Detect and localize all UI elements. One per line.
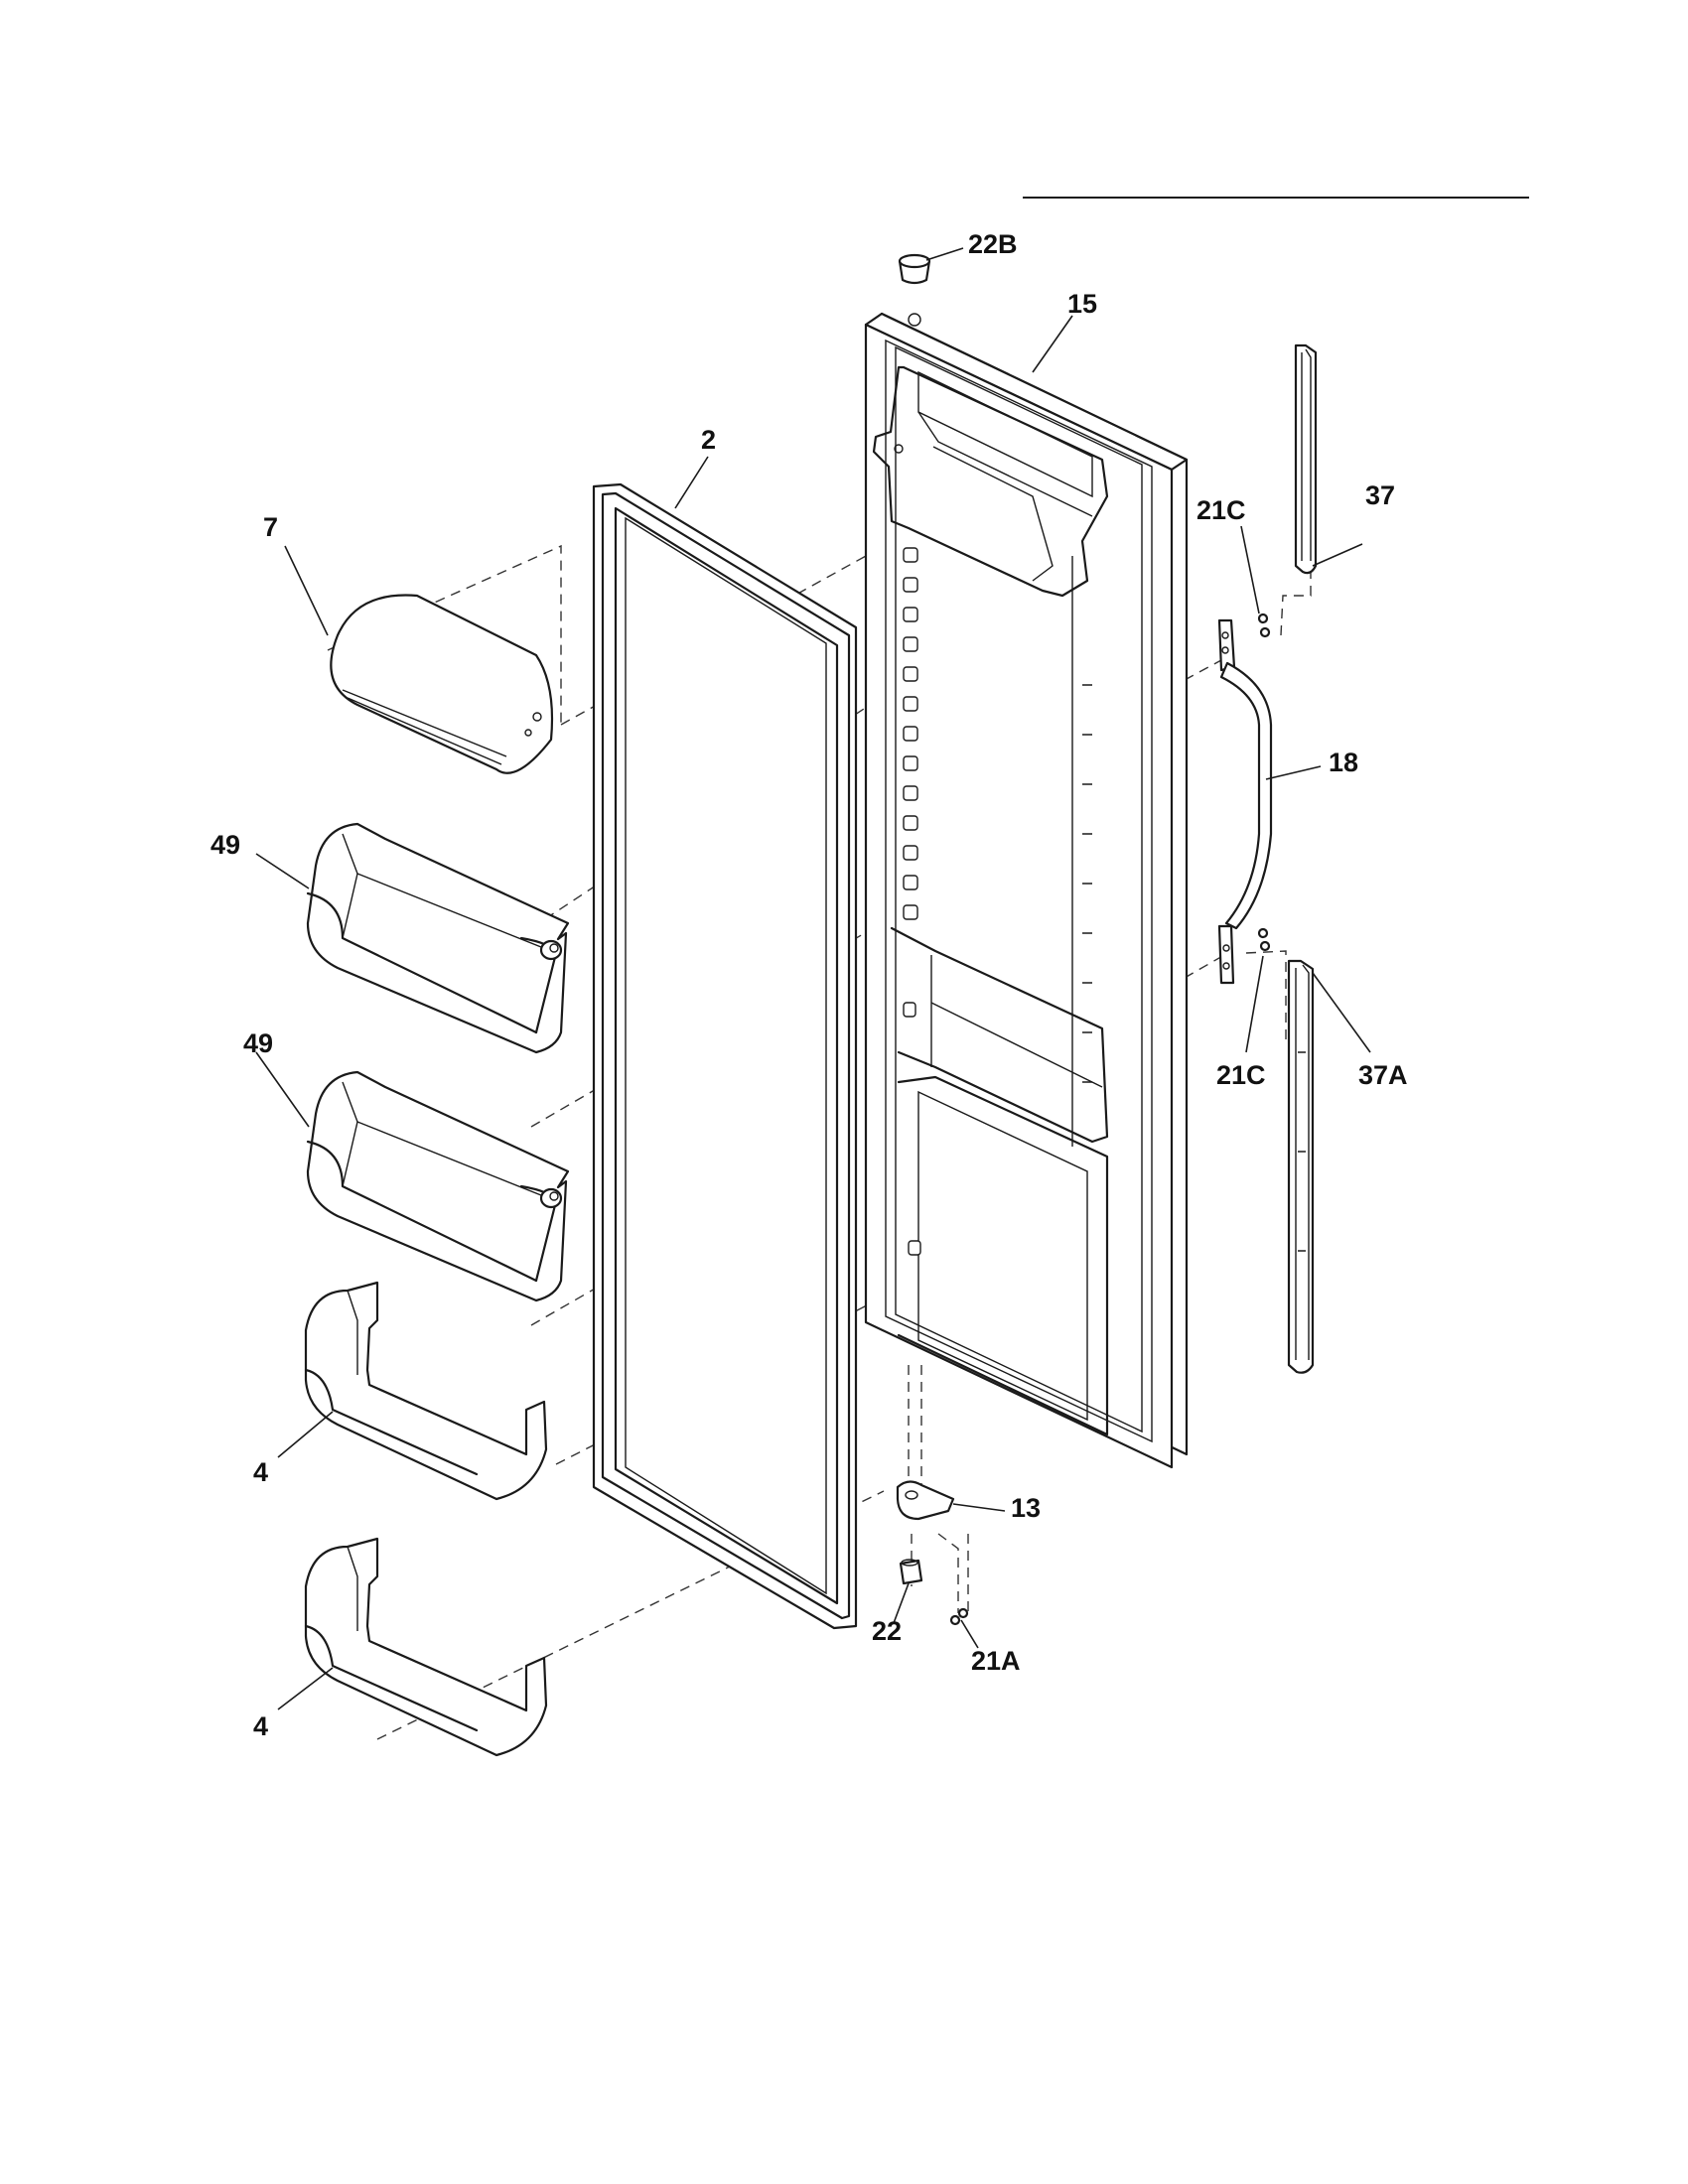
- shelf-pegs: [903, 547, 918, 920]
- label-15: 15: [1067, 289, 1097, 319]
- label-49-upper: 49: [211, 830, 240, 860]
- label-49-lower: 49: [243, 1028, 273, 1058]
- door-gasket-part-2: [592, 482, 858, 1630]
- screws-part-21c-top: [1257, 613, 1271, 638]
- label-4-lower: 4: [253, 1711, 268, 1741]
- label-22b: 22B: [968, 229, 1018, 259]
- door-bin-part-49-lower: [306, 1070, 570, 1302]
- handle-trim-part-37: [1294, 343, 1318, 575]
- door-panel-part-15: [864, 312, 1189, 1469]
- label-13: 13: [1011, 1493, 1041, 1523]
- label-7: 7: [263, 512, 278, 542]
- door-shelf-part-4-lower: [304, 1537, 548, 1757]
- door-bin-part-49-upper: [306, 822, 570, 1054]
- label-21a: 21A: [971, 1646, 1021, 1676]
- dairy-door-part-7: [330, 594, 554, 774]
- label-2: 2: [701, 425, 716, 455]
- leader-lines: [255, 247, 1371, 1710]
- label-22: 22: [872, 1616, 902, 1646]
- label-4-upper: 4: [253, 1457, 268, 1487]
- door-shelf-part-4-upper: [304, 1281, 548, 1501]
- bottom-hinge-part-13: [896, 1480, 955, 1521]
- label-21c-bottom: 21C: [1216, 1060, 1266, 1090]
- callout-labels: 22B 15 2 7 37 21C 18 49 49 21C 37A 4 4 1…: [211, 229, 1408, 1741]
- door-handle-part-18: [1217, 618, 1273, 985]
- label-37: 37: [1365, 480, 1395, 510]
- label-21c-top: 21C: [1196, 495, 1246, 525]
- screws-part-21c-bottom: [1257, 927, 1271, 952]
- hinge-cap-part-22b: [898, 253, 931, 327]
- label-18: 18: [1329, 748, 1358, 777]
- hinge-pin-part-22: [899, 1559, 923, 1585]
- handle-trim-part-37a: [1287, 959, 1315, 1374]
- screws-part-21a: [949, 1607, 969, 1626]
- label-37a: 37A: [1358, 1060, 1408, 1090]
